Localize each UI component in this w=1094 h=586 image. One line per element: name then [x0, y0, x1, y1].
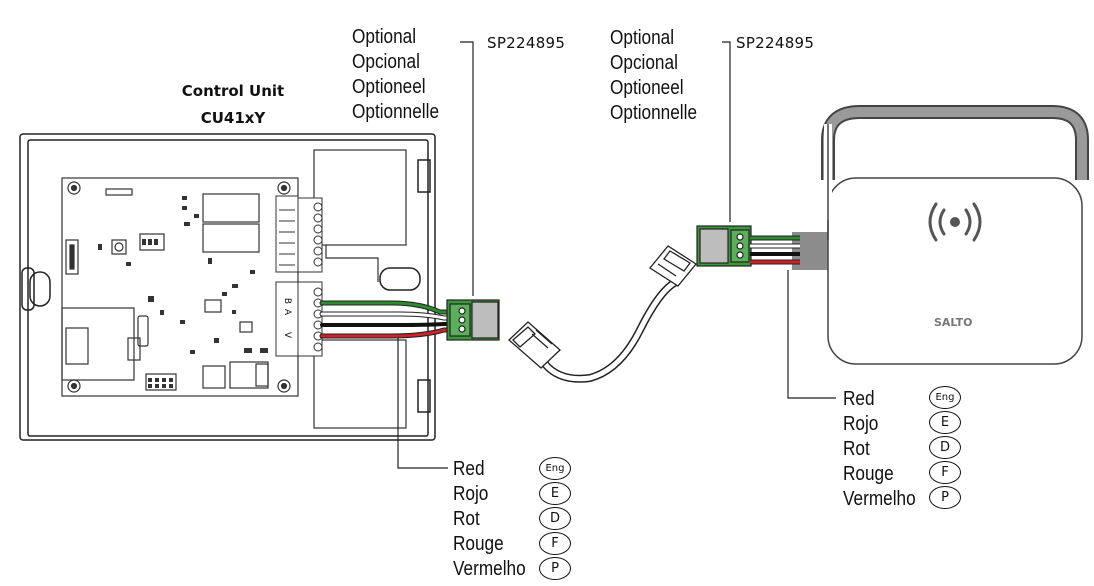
part-number-left: SP224895	[487, 34, 566, 52]
legend-line: Rouge	[453, 533, 504, 555]
reader-brand-label: SALTO	[934, 316, 973, 329]
language-badge: P	[539, 557, 571, 580]
leader-lines	[397, 41, 836, 469]
optional-line: Optional	[352, 26, 417, 48]
language-badge: Eng	[539, 457, 571, 480]
part-number-right: SP224895	[736, 34, 815, 52]
legend-line: Red	[453, 458, 485, 480]
optional-line: Optioneel	[610, 77, 684, 99]
relay-module	[313, 149, 407, 429]
terminal-label-v: V	[282, 331, 293, 339]
wires-control-unit	[319, 300, 459, 339]
optional-line: Opcional	[352, 51, 420, 73]
patch-cable	[541, 278, 680, 383]
optional-line: Optional	[610, 27, 675, 49]
nfc-icon	[928, 202, 982, 242]
optional-line: Optionnelle	[352, 101, 440, 123]
language-badge: F	[929, 461, 961, 484]
language-badge: E	[539, 482, 571, 505]
language-badge: D	[929, 436, 961, 459]
language-badge: E	[929, 411, 961, 434]
pcb-components	[98, 196, 268, 388]
terminal-label-b: B	[282, 297, 293, 305]
connector-right	[696, 225, 752, 267]
optional-line: Optionnelle	[610, 102, 698, 124]
pcb-board	[61, 177, 299, 397]
language-badge: Eng	[929, 386, 961, 409]
rj-plug-left	[508, 321, 561, 369]
legend-line: Rot	[843, 438, 870, 460]
legend-line: Vermelho	[453, 558, 526, 580]
legend-line: Rojo	[453, 483, 489, 505]
optional-line: Opcional	[610, 52, 678, 74]
salto-reader	[821, 105, 1089, 365]
legend-line: Vermelho	[843, 488, 916, 510]
language-badge: F	[539, 532, 571, 555]
wires-reader	[750, 232, 832, 270]
legend-line: Rot	[453, 508, 480, 530]
terminal-label-a: A	[282, 308, 293, 316]
terminal-block-top	[275, 195, 323, 273]
legend-line: Rouge	[843, 463, 894, 485]
legend-line: Red	[843, 388, 875, 410]
optional-line: Optioneel	[352, 76, 426, 98]
language-badge: D	[539, 507, 571, 530]
control-unit-model: CU41xY	[200, 109, 266, 127]
control-unit-title: Control Unit	[181, 82, 285, 100]
control-unit-enclosure	[19, 133, 436, 441]
rj-plug-right	[649, 245, 697, 287]
connector-left	[446, 299, 500, 341]
terminal-block-bottom	[275, 281, 323, 357]
legend-line: Rojo	[843, 413, 879, 435]
language-badge: P	[929, 486, 961, 509]
